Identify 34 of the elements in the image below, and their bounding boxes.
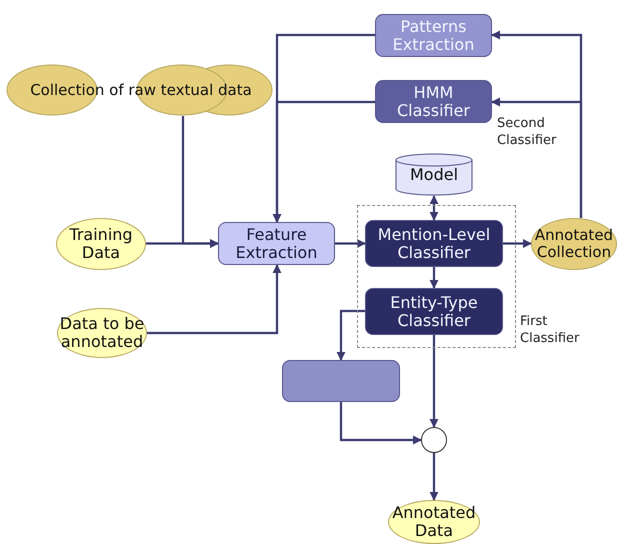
process-box xyxy=(375,14,492,57)
database-cylinder xyxy=(395,153,473,196)
classifier-box xyxy=(365,220,503,267)
node-label: Annotated Data xyxy=(391,504,477,540)
node-label: Feature Extraction xyxy=(234,226,318,262)
node-label: Model xyxy=(410,166,458,184)
node-label: Annotated Collection xyxy=(534,227,614,261)
data-ellipse xyxy=(531,218,617,270)
node-label: Mention-Level Classifier xyxy=(376,226,492,262)
connector-arrow xyxy=(430,335,438,428)
connector-arrow xyxy=(335,239,366,248)
process-box xyxy=(218,222,335,265)
junction-circle xyxy=(421,427,447,453)
connector-arrow xyxy=(272,100,375,223)
node-label: Entity-Type Classifier xyxy=(389,294,479,330)
connector-arrow xyxy=(147,264,282,334)
connector-arrow xyxy=(146,239,219,248)
classifier-box xyxy=(365,288,503,335)
connector-arrow xyxy=(503,239,532,248)
connector-arrow xyxy=(430,267,438,289)
node-label: HMM Classifier xyxy=(396,84,472,120)
connector-arrow xyxy=(340,402,422,444)
group-caption: First Classifier xyxy=(520,314,580,348)
node-label: Data to be annotated xyxy=(58,315,146,351)
dashed-group-frame xyxy=(357,205,516,348)
node-label: Training Data xyxy=(68,226,134,262)
node-label: Patterns Extraction xyxy=(392,18,476,54)
classifier-box xyxy=(375,80,492,123)
connector-arrow xyxy=(430,195,438,221)
process-box xyxy=(282,360,400,402)
connector-arrow xyxy=(491,98,582,218)
group-caption: Second Classifier xyxy=(497,116,558,150)
connector-arrow xyxy=(336,310,365,361)
connector-arrow xyxy=(430,453,438,501)
